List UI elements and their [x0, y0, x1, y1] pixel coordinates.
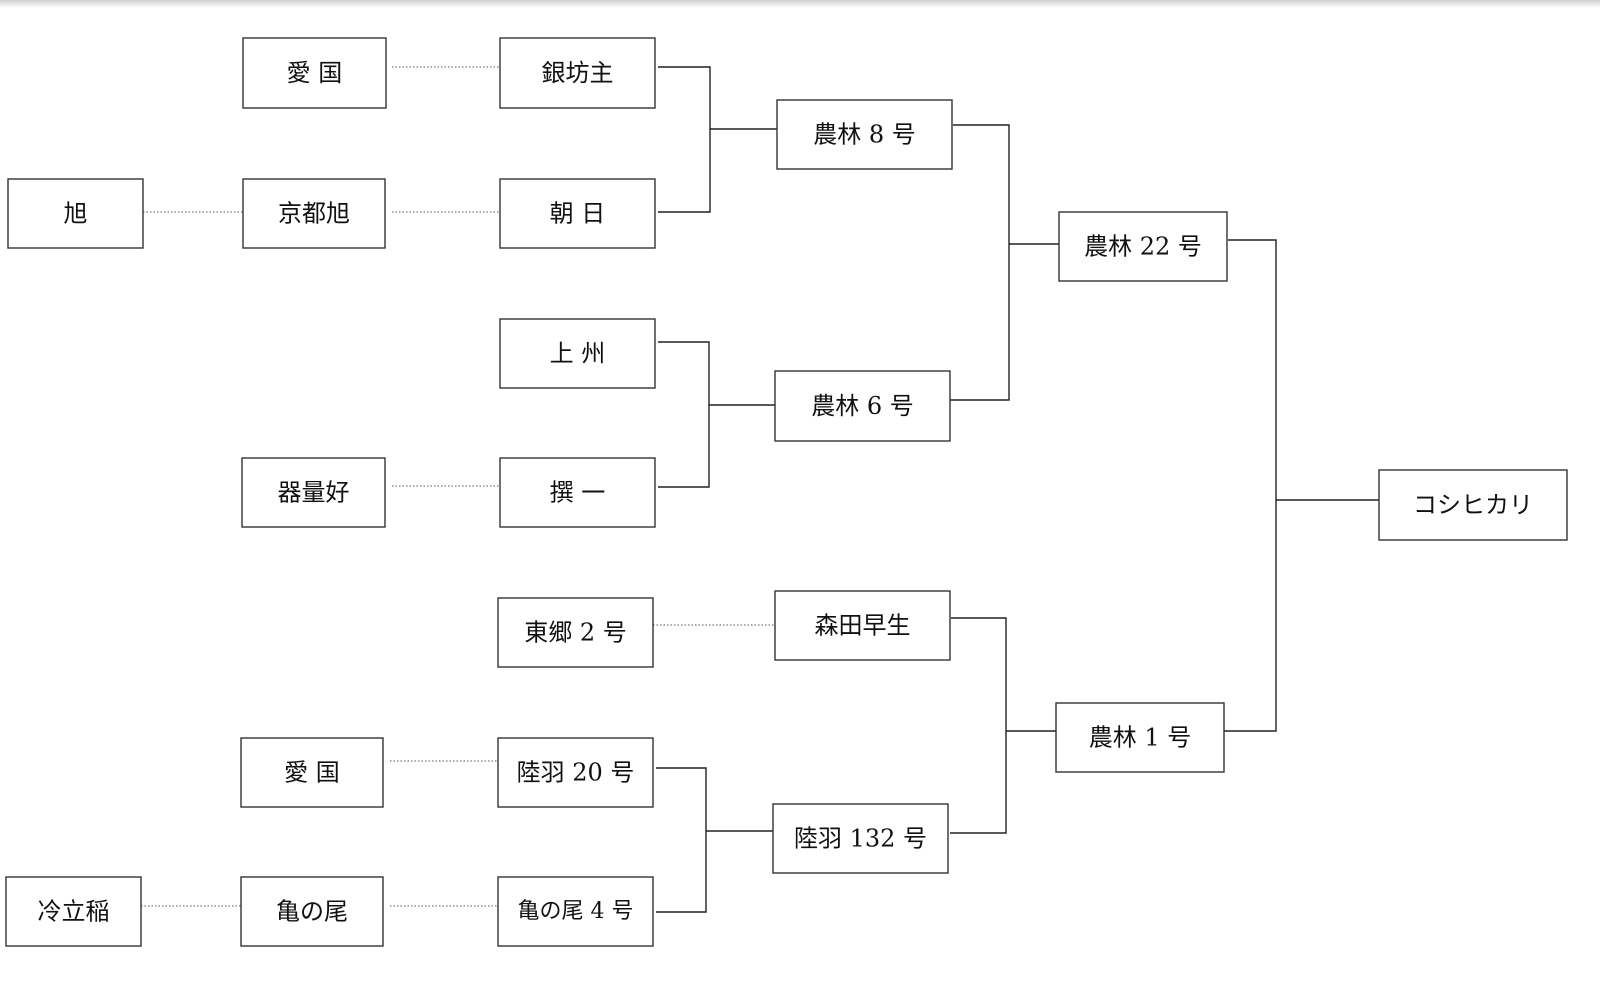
variety-label-aikoku-top: 愛 国	[287, 59, 343, 87]
variety-label-joshu: 上 州	[550, 340, 606, 368]
top-edge-shadow	[0, 0, 1600, 8]
variety-label-kyoto-asahi: 京都旭	[278, 200, 350, 228]
cross-norin-1	[950, 617, 1007, 834]
variety-box-koshihikari: コシヒカリ	[1378, 469, 1568, 541]
variety-box-morita-wase: 森田早生	[774, 590, 951, 661]
variety-label-morita-wase: 森田早生	[815, 612, 911, 640]
cross-rikuu-132	[656, 767, 707, 913]
variety-label-kamenoo-4: 亀の尾 4 号	[518, 899, 634, 924]
variety-box-asahi-2: 朝 日	[499, 178, 656, 249]
variety-box-aikoku-top: 愛 国	[242, 37, 387, 109]
variety-box-aikoku-bottom: 愛 国	[240, 737, 384, 808]
variety-label-norin-6: 農林 6 号	[811, 392, 914, 420]
variety-box-kyoto-asahi: 京都旭	[242, 178, 386, 249]
variety-label-togo-2: 東郷 2 号	[524, 619, 627, 647]
variety-label-norin-8: 農林 8 号	[813, 121, 916, 149]
variety-label-ginbozu: 銀坊主	[542, 59, 614, 87]
variety-box-reiritsuine: 冷立稲	[5, 876, 142, 947]
cross-norin-6	[658, 341, 710, 488]
variety-box-joshu: 上 州	[499, 318, 656, 389]
variety-label-koshihikari: コシヒカリ	[1413, 491, 1533, 519]
cross-norin-22	[950, 124, 1010, 401]
variety-label-kamenoo: 亀の尾	[276, 898, 348, 926]
variety-label-asahi: 旭	[64, 200, 88, 228]
variety-box-norin-8: 農林 8 号	[776, 99, 953, 170]
variety-label-asahi-2: 朝 日	[550, 200, 606, 228]
cross-norin-8	[658, 66, 711, 213]
variety-label-norin-22: 農林 22 号	[1084, 233, 1202, 261]
variety-box-rikuu-132: 陸羽 132 号	[772, 803, 949, 874]
variety-box-kamenoo: 亀の尾	[240, 876, 384, 947]
variety-label-norin-1: 農林 1 号	[1089, 724, 1192, 752]
variety-box-norin-1: 農林 1 号	[1055, 702, 1225, 773]
variety-label-rikuu-132: 陸羽 132 号	[794, 825, 927, 853]
variety-box-togo-2: 東郷 2 号	[497, 597, 654, 668]
variety-label-kiryoyoshi: 器量好	[278, 479, 350, 507]
variety-label-senichi: 撰 一	[550, 479, 606, 507]
variety-box-rikuu-20: 陸羽 20 号	[497, 737, 654, 808]
variety-label-rikuu-20: 陸羽 20 号	[517, 759, 635, 787]
variety-box-kamenoo-4: 亀の尾 4 号	[497, 876, 654, 947]
variety-label-reiritsuine: 冷立稲	[38, 898, 110, 926]
variety-box-norin-6: 農林 6 号	[774, 370, 951, 442]
variety-box-senichi: 撰 一	[499, 457, 656, 528]
variety-box-ginbozu: 銀坊主	[499, 37, 656, 109]
variety-label-aikoku-bottom: 愛 国	[284, 759, 340, 787]
variety-box-norin-22: 農林 22 号	[1058, 211, 1228, 282]
variety-box-asahi: 旭	[7, 178, 144, 249]
variety-box-kiryoyoshi: 器量好	[241, 457, 386, 528]
cross-koshihikari	[1224, 239, 1277, 732]
